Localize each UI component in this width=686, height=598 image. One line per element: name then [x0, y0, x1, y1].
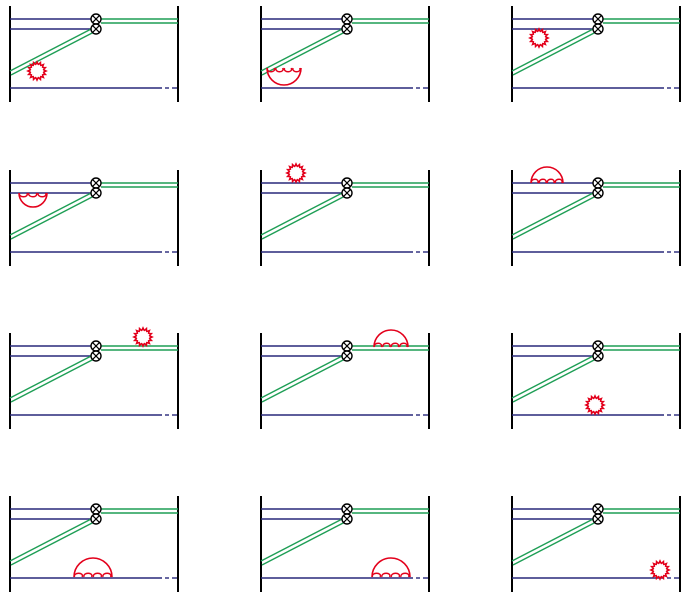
diagram-cell: [255, 162, 435, 270]
vertex-otimes-icon: [592, 513, 604, 525]
feynman-diagram: [9, 326, 179, 429]
diagram-cell: [4, 166, 184, 270]
diagonal-gluon-line: [261, 194, 348, 240]
diagonal-gluon-line: [261, 357, 348, 403]
feynman-diagram: [260, 162, 430, 266]
vertex-otimes-icon: [592, 340, 604, 352]
feynman-diagram: [511, 496, 681, 592]
diagonal-gluon-line: [511, 26, 598, 72]
diagonal-gluon-line: [10, 520, 97, 566]
feynman-diagram: [9, 170, 179, 266]
diagonal-gluon-line: [9, 190, 96, 236]
gluon-loop-icon: [285, 162, 307, 184]
vertex-otimes-icon: [90, 350, 102, 362]
diagram-cell: [4, 492, 184, 596]
vertex-otimes-icon: [341, 187, 353, 199]
vertex-otimes-icon: [341, 513, 353, 525]
diagonal-gluon-line: [511, 190, 598, 236]
diagonal-gluon-line: [10, 194, 97, 240]
feynman-diagram: [260, 6, 430, 102]
diagram-cell: [255, 492, 435, 596]
diagram-cell: [506, 329, 686, 433]
diagonal-gluon-line: [512, 194, 599, 240]
gluon-arc-icon: [73, 557, 113, 578]
feynman-diagram: [260, 329, 430, 429]
gluon-loop-icon: [649, 559, 671, 581]
diagonal-gluon-line: [260, 26, 347, 72]
gluon-loop-icon: [528, 27, 550, 49]
diagonal-gluon-line: [512, 520, 599, 566]
vertex-otimes-icon: [592, 187, 604, 199]
vertex-otimes-icon: [90, 23, 102, 35]
diagram-cell: [506, 492, 686, 596]
vertex-otimes-icon: [592, 13, 604, 25]
diagram-cell: [506, 166, 686, 270]
diagram-cell: [4, 326, 184, 433]
diagonal-gluon-line: [511, 516, 598, 562]
diagonal-gluon-line: [10, 357, 97, 403]
diagonal-gluon-line: [512, 30, 599, 76]
gluon-arc-icon: [371, 557, 411, 578]
vertex-otimes-icon: [592, 177, 604, 189]
feynman-diagram: [511, 6, 681, 102]
diagonal-gluon-line: [260, 190, 347, 236]
vertex-otimes-icon: [90, 13, 102, 25]
diagonal-gluon-line: [260, 516, 347, 562]
gluon-arc-icon: [266, 67, 302, 86]
vertex-otimes-icon: [341, 177, 353, 189]
vertex-otimes-icon: [341, 340, 353, 352]
feynman-diagram: [511, 166, 681, 266]
vertex-otimes-icon: [341, 23, 353, 35]
feynman-diagram: [260, 496, 430, 592]
vertex-otimes-icon: [90, 177, 102, 189]
diagram-cell: [255, 2, 435, 106]
diagram-cell: [255, 329, 435, 433]
diagonal-gluon-line: [9, 353, 96, 399]
gluon-arc-icon: [530, 166, 564, 184]
diagram-cell: [4, 2, 184, 106]
gluon-loop-icon: [584, 394, 606, 416]
vertex-otimes-icon: [90, 187, 102, 199]
vertex-otimes-icon: [341, 350, 353, 362]
vertex-otimes-icon: [341, 503, 353, 515]
diagonal-gluon-line: [260, 353, 347, 399]
feynman-diagram: [9, 496, 179, 592]
diagonal-gluon-line: [261, 520, 348, 566]
diagram-cell: [506, 2, 686, 106]
vertex-otimes-icon: [592, 350, 604, 362]
vertex-otimes-icon: [90, 340, 102, 352]
vertex-otimes-icon: [90, 513, 102, 525]
vertex-otimes-icon: [592, 23, 604, 35]
diagonal-gluon-line: [9, 516, 96, 562]
diagonal-gluon-line: [261, 30, 348, 76]
gluon-loop-icon: [26, 60, 48, 82]
diagonal-gluon-line: [10, 30, 97, 76]
diagonal-gluon-line: [9, 26, 96, 72]
diagonal-gluon-line: [511, 353, 598, 399]
vertex-otimes-icon: [592, 503, 604, 515]
vertex-otimes-icon: [341, 13, 353, 25]
gluon-loop-icon: [132, 326, 154, 348]
gluon-arc-icon: [373, 329, 409, 348]
feynman-diagram: [511, 333, 681, 429]
vertex-otimes-icon: [90, 503, 102, 515]
gluon-arc-icon: [18, 192, 48, 208]
diagonal-gluon-line: [512, 357, 599, 403]
feynman-diagram: [9, 6, 179, 102]
